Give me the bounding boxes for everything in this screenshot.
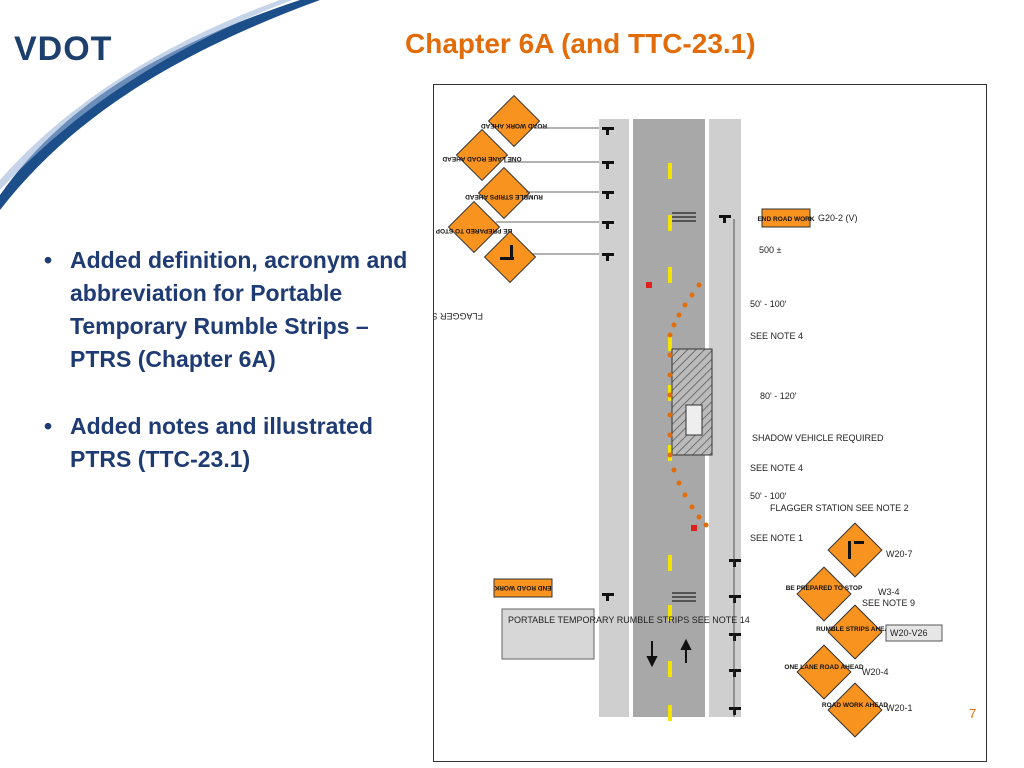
svg-text:SEE NOTE 4: SEE NOTE 4 — [750, 463, 803, 473]
left-sign-posts — [602, 127, 614, 601]
svg-text:ONE LANE ROAD AHEAD: ONE LANE ROAD AHEAD — [784, 664, 864, 671]
svg-text:W3-4: W3-4 — [878, 587, 900, 597]
slide-title: Chapter 6A (and TTC-23.1) — [405, 28, 756, 59]
cone-taper — [667, 282, 709, 528]
svg-text:W20-4: W20-4 — [862, 667, 889, 677]
svg-text:50' - 100': 50' - 100' — [750, 299, 787, 309]
svg-text:BE PREPARED TO STOP: BE PREPARED TO STOP — [435, 227, 512, 234]
dimension-labels: 500 ± 50' - 100' SEE NOTE 4 80' - 120' S… — [750, 245, 909, 543]
right-signs: W20-7 BE PREPARED TO STOP W3-4 SEE NOTE … — [784, 522, 943, 738]
bullet-text: Added definition, acronym and abbreviati… — [70, 247, 408, 372]
ptrs-note-text: PORTABLE TEMPORARY RUMBLE STRIPS SEE NOT… — [508, 615, 750, 625]
left-leader-lines — [496, 127, 599, 255]
svg-text:W20-V26: W20-V26 — [890, 628, 928, 638]
svg-text:W20-7: W20-7 — [886, 549, 913, 559]
ptrs-note-box — [501, 608, 595, 660]
svg-text:SEE NOTE 9: SEE NOTE 9 — [862, 598, 915, 608]
svg-text:50' - 100': 50' - 100' — [750, 491, 787, 501]
ttc-diagram: ROAD WORK AHEAD ONE LANE ROAD AHEAD RUMB… — [433, 84, 987, 762]
traffic-arrows — [646, 638, 692, 668]
left-shoulder — [599, 119, 629, 717]
bullet-text: Added notes and illustrated PTRS (TTC-23… — [70, 413, 373, 472]
left-signs: ROAD WORK AHEAD ONE LANE ROAD AHEAD RUMB… — [435, 94, 553, 598]
end-road-work-sign — [761, 208, 811, 228]
shadow-vehicle — [685, 404, 703, 436]
bullet-item: Added definition, acronym and abbreviati… — [44, 244, 434, 376]
svg-text:RUMBLE STRIPS AHEAD: RUMBLE STRIPS AHEAD — [465, 193, 543, 200]
vdot-logo: VDOT — [14, 30, 112, 69]
svg-text:ROAD WORK AHEAD: ROAD WORK AHEAD — [481, 122, 548, 129]
svg-text:SHADOW VEHICLE REQUIRED: SHADOW VEHICLE REQUIRED — [752, 433, 884, 443]
svg-text:END ROAD WORK: END ROAD WORK — [494, 584, 551, 591]
svg-text:SEE NOTE 4: SEE NOTE 4 — [750, 331, 803, 341]
logo-text: VDOT — [14, 30, 113, 68]
page-number: 7 — [969, 706, 977, 721]
work-area — [671, 348, 713, 456]
svg-text:500 ±: 500 ± — [759, 245, 782, 255]
svg-text:ONE LANE ROAD AHEAD: ONE LANE ROAD AHEAD — [442, 155, 522, 162]
right-sign-posts — [719, 215, 741, 715]
bullet-item: Added notes and illustrated PTRS (TTC-23… — [44, 410, 434, 476]
bullet-list: Added definition, acronym and abbreviati… — [44, 244, 434, 510]
svg-text:W20-1: W20-1 — [886, 703, 913, 713]
rumble-strips — [672, 212, 696, 602]
end-road-work-code: G20-2 (V) — [818, 213, 858, 223]
flagger-right-marker — [691, 525, 697, 531]
end-road-work-text: END ROAD WORK — [757, 216, 814, 223]
svg-text:RUMBLE STRIPS AHEAD: RUMBLE STRIPS AHEAD — [816, 626, 894, 633]
right-shoulder — [709, 119, 741, 717]
svg-text:SEE NOTE 1: SEE NOTE 1 — [750, 533, 803, 543]
svg-text:ROAD WORK AHEAD: ROAD WORK AHEAD — [822, 702, 889, 709]
svg-text:80' - 120': 80' - 120' — [760, 391, 797, 401]
flagger-station-left: FLAGGER STATION — [434, 311, 483, 321]
svg-text:FLAGGER STATION SEE NOTE 2: FLAGGER STATION SEE NOTE 2 — [770, 503, 909, 513]
flagger-left-marker — [646, 282, 652, 288]
svg-text:BE PREPARED TO STOP: BE PREPARED TO STOP — [786, 585, 863, 592]
